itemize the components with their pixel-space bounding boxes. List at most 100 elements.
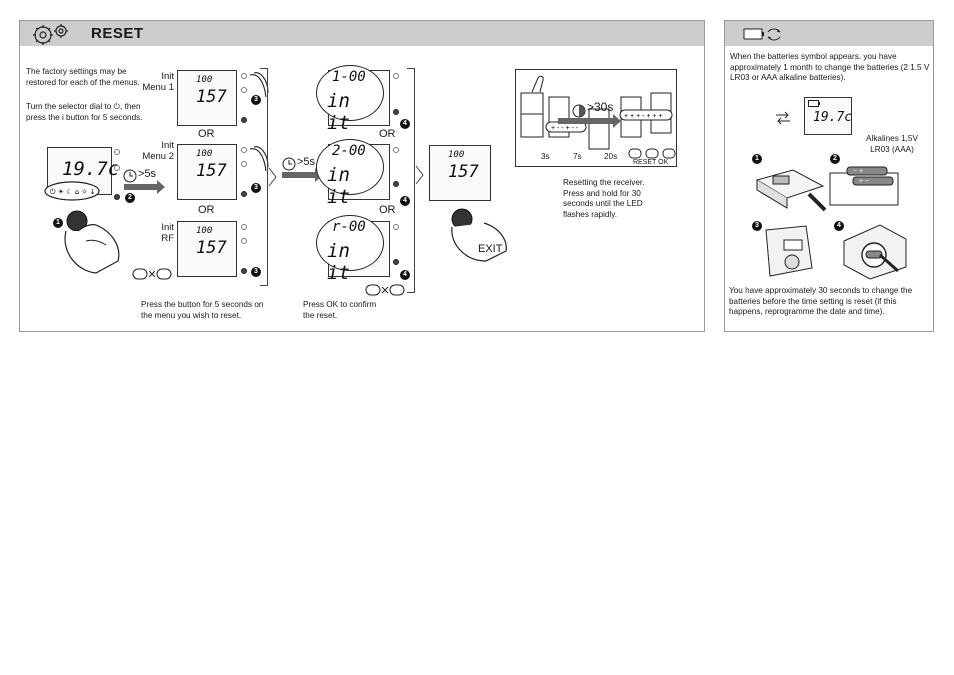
step-3-badge: 3 xyxy=(251,95,261,105)
bubble-bottom-value: in it xyxy=(327,90,350,134)
hold-duration-2: >5s xyxy=(297,156,316,168)
reset-ok-label: RESET OK xyxy=(633,159,669,166)
or-label: OR xyxy=(379,204,396,216)
battery-display: 19.7c xyxy=(804,97,852,135)
svg-text:⏻ ☀ ☾ ⌂ ☼ ↓: ⏻ ☀ ☾ ⌂ ☼ ↓ xyxy=(50,188,96,196)
led-dot xyxy=(241,238,247,244)
step-4-badge: 4 xyxy=(400,119,410,129)
lcd-top-value: 100 xyxy=(448,150,465,160)
low-battery-icon xyxy=(808,100,820,107)
hold-30-label: >30s xyxy=(587,100,614,114)
chevron-right-icon xyxy=(268,167,277,187)
led-dot xyxy=(241,73,247,79)
rf-button[interactable] xyxy=(241,268,247,274)
closed-device-icon xyxy=(765,225,813,277)
lcd-main-value: 157 xyxy=(196,161,227,181)
ok-button[interactable] xyxy=(393,259,399,265)
time-3s: 3s xyxy=(541,152,550,161)
step-3-badge: 3 xyxy=(752,221,762,231)
step-4-badge: 4 xyxy=(400,270,410,280)
radio-link-icon xyxy=(365,284,405,296)
timer-icon xyxy=(123,169,137,183)
receiver-hand-icon xyxy=(531,75,544,93)
battery-temperature: 19.7c xyxy=(813,110,853,125)
svg-text:+ −: + − xyxy=(859,178,869,185)
hold-arrow xyxy=(282,168,323,182)
radio-link-icon xyxy=(628,148,676,159)
ok-button[interactable] xyxy=(393,181,399,187)
page-title: RESET xyxy=(91,25,144,42)
bubble-bottom-value: in it xyxy=(327,240,350,284)
reset-header: RESET xyxy=(20,21,704,46)
led-flash-icon: + + + - + + + xyxy=(619,109,673,121)
ok-caption: Press OK to confirm the reset. xyxy=(303,300,377,320)
led-dot xyxy=(241,87,247,93)
temperature-readout: 19.7c xyxy=(62,158,120,180)
battery-insert-icon: − + + − xyxy=(829,166,899,206)
radio-link-icon xyxy=(132,268,172,280)
lcd-main-value: 157 xyxy=(196,87,227,107)
led-dot xyxy=(114,149,120,155)
zoom-bubble-menu2: 2-00 in it xyxy=(316,139,384,208)
rf-screen: 100 157 xyxy=(177,221,237,277)
hand-dial-icon xyxy=(451,208,507,262)
lcd-top-value: 100 xyxy=(196,226,213,236)
timer-icon xyxy=(282,157,296,171)
label-init-menu2: Init Menu 2 xyxy=(142,140,174,162)
selector-dial-icon: ⏻ ☀ ☾ ⌂ ☼ ↓ xyxy=(44,181,100,201)
ok-button[interactable] xyxy=(393,109,399,115)
receiver-unit-icon xyxy=(588,108,610,150)
bracket xyxy=(260,68,268,286)
hand-dial-icon xyxy=(64,210,120,274)
label-init-menu1: Init Menu 1 xyxy=(142,71,174,93)
led-dot xyxy=(241,161,247,167)
receiver-caption: Resetting the receiver. Press and hold f… xyxy=(563,178,645,219)
hold-arrow xyxy=(124,180,165,194)
receiver-unit-icon xyxy=(520,92,544,138)
battery-header xyxy=(725,21,933,46)
svg-text:− +: − + xyxy=(853,168,863,175)
menu1-button[interactable] xyxy=(241,117,247,123)
led-dot xyxy=(114,165,120,171)
or-label: OR xyxy=(198,128,215,140)
step-1-badge: 1 xyxy=(752,154,762,164)
battery-intro: When the batteries symbol appears. you h… xyxy=(730,52,930,82)
bubble-top-value: 2-00 xyxy=(332,143,366,159)
led-dot xyxy=(241,224,247,230)
lcd-top-value: 100 xyxy=(196,149,213,159)
menu2-screen: 100 157 xyxy=(177,144,237,200)
press-caption: Press the button for 5 seconds on the me… xyxy=(141,300,264,320)
step-3-badge: 3 xyxy=(251,267,261,277)
led-dot xyxy=(241,147,247,153)
battery-type-label: Alkalines 1,5V LR03 (AAA) xyxy=(866,134,918,154)
battery-swap-icon xyxy=(743,28,781,41)
bracket xyxy=(407,68,415,293)
step-2-badge: 2 xyxy=(830,154,840,164)
intro-text: The factory settings may be restored for… xyxy=(26,67,140,87)
menu2-button[interactable] xyxy=(241,191,247,197)
label-init-rf: Init RF xyxy=(161,222,174,244)
power-icon: ⏻ xyxy=(113,102,121,111)
open-cover-icon xyxy=(755,169,827,212)
menu1-screen: 100 157 xyxy=(177,70,237,126)
bubble-bottom-value: in it xyxy=(327,164,350,208)
lcd-main-value: 157 xyxy=(448,162,479,182)
i-button[interactable] xyxy=(114,194,120,200)
step-4-badge: 4 xyxy=(400,196,410,206)
swap-arrows-icon xyxy=(776,111,790,125)
receiver-box: + - - + - - + + + - + + + >30s 3s 7s 20s… xyxy=(515,69,677,167)
dial-instruction-b: , then press the i button for 5 seconds. xyxy=(26,102,143,122)
bubble-top-value: 1-00 xyxy=(332,69,366,85)
zoom-bubble-rf: r-00 in it xyxy=(316,215,384,284)
bubble-top-value: r-00 xyxy=(332,219,366,235)
led-dot xyxy=(393,147,399,153)
or-label: OR xyxy=(198,204,215,216)
time-7s: 7s xyxy=(573,152,582,161)
battery-panel: When the batteries symbol appears. you h… xyxy=(724,20,934,332)
or-label: OR xyxy=(379,128,396,140)
chevron-right-icon xyxy=(415,165,424,185)
hold-arrow xyxy=(558,114,621,128)
step-1-badge: 1 xyxy=(53,218,63,228)
led-dot xyxy=(393,224,399,230)
zoom-bubble-menu1: 1-00 in it xyxy=(316,65,384,134)
